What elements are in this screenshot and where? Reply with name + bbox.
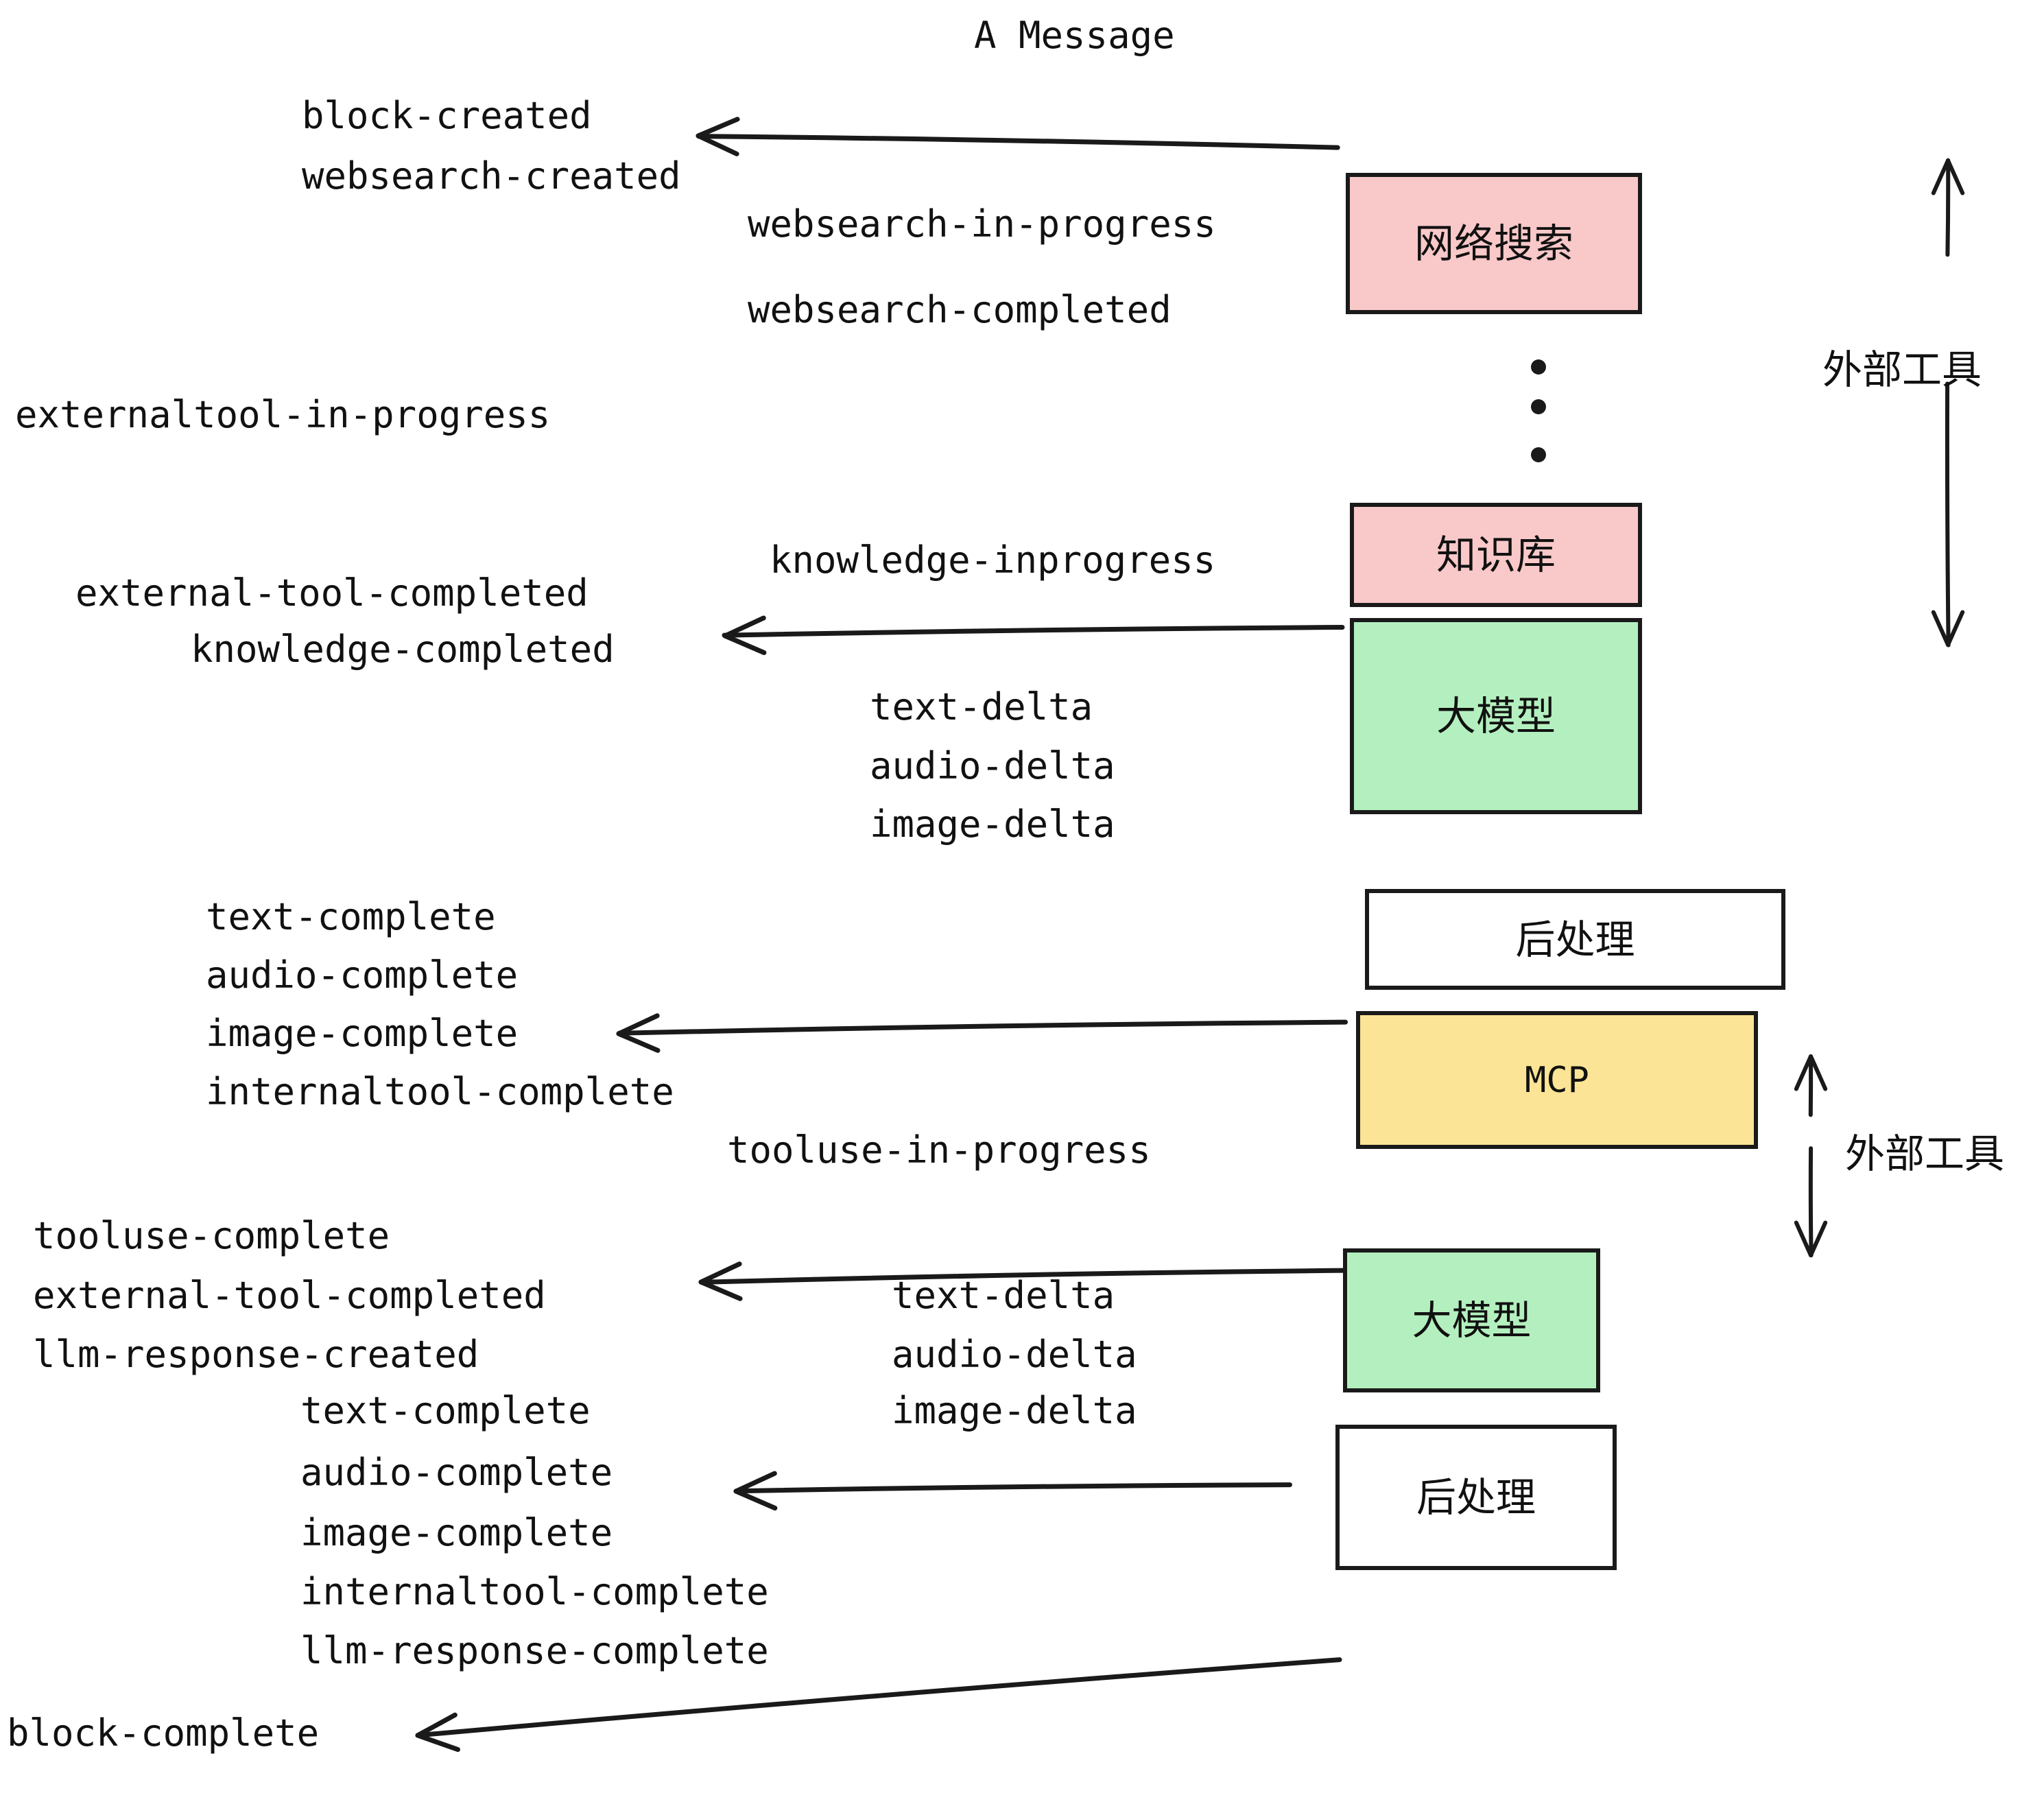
node-label: 后处理 — [1515, 920, 1635, 960]
node-llm-2: 大模型 — [1343, 1248, 1600, 1392]
event-label-external-tool-completed-2: external-tool-completed — [33, 1277, 546, 1314]
node-label: MCP — [1525, 1063, 1589, 1098]
event-label-websearch-in-progress: websearch-in-progress — [748, 206, 1216, 243]
node-knowledge: 知识库 — [1350, 503, 1642, 607]
ellipsis-dot-1 — [1531, 359, 1546, 375]
event-label-externaltool-in-progress: externaltool-in-progress — [15, 396, 550, 434]
side-arrow-ext-top-up — [1934, 161, 1962, 255]
event-label-image-complete-1: image-complete — [206, 1015, 518, 1052]
event-label-block-complete: block-complete — [7, 1715, 319, 1752]
event-label-image-complete-2: image-complete — [300, 1515, 613, 1552]
side-arrow-ext-top-down — [1934, 383, 1962, 645]
side-arrow-ext-bottom-down — [1796, 1148, 1825, 1255]
node-label: 后处理 — [1416, 1477, 1536, 1517]
arrow-block-complete — [418, 1660, 1340, 1750]
node-label: 网络搜索 — [1414, 224, 1573, 263]
arrow-image-complete — [619, 1016, 1346, 1051]
arrow-knowledge-complete — [724, 618, 1342, 653]
event-label-knowledge-completed: knowledge-completed — [191, 631, 615, 668]
page-title: A Message — [974, 14, 1175, 57]
node-label: 知识库 — [1436, 535, 1556, 575]
ellipsis-dot-3 — [1531, 447, 1546, 462]
event-label-audio-complete-2: audio-complete — [300, 1454, 613, 1491]
node-post-2: 后处理 — [1335, 1425, 1617, 1570]
node-label: 大模型 — [1436, 696, 1556, 736]
arrow-block-created — [698, 119, 1338, 154]
side-label-external-tool-bottom: 外部工具 — [1845, 1121, 2004, 1179]
event-label-websearch-completed: websearch-completed — [748, 292, 1172, 329]
event-label-text-complete-1: text-complete — [206, 899, 496, 936]
event-label-websearch-created: websearch-created — [302, 158, 681, 195]
event-label-image-delta-2: image-delta — [892, 1392, 1137, 1429]
side-label-external-tool-top: 外部工具 — [1822, 337, 1982, 395]
event-label-internaltool-complete-2: internaltool-complete — [300, 1574, 769, 1611]
node-mcp: MCP — [1356, 1011, 1758, 1149]
arrow-audio-complete — [736, 1473, 1290, 1508]
event-label-image-delta-1: image-delta — [870, 806, 1115, 843]
node-label: 大模型 — [1412, 1301, 1531, 1340]
event-label-knowledge-inprogress: knowledge-inprogress — [770, 542, 1215, 579]
event-label-audio-complete-1: audio-complete — [206, 957, 518, 994]
event-label-llm-response-complete: llm-response-complete — [300, 1633, 769, 1670]
ellipsis-dot-2 — [1531, 399, 1546, 414]
event-label-audio-delta-1: audio-delta — [870, 748, 1115, 785]
event-label-text-delta-2: text-delta — [892, 1277, 1115, 1314]
node-websearch: 网络搜索 — [1346, 173, 1642, 314]
event-label-block-created: block-created — [302, 97, 592, 134]
event-label-tooluse-complete: tooluse-complete — [33, 1218, 390, 1255]
side-arrow-ext-bottom-up — [1796, 1056, 1825, 1115]
node-llm-1: 大模型 — [1350, 618, 1642, 814]
event-label-external-tool-completed-1: external-tool-completed — [75, 575, 589, 612]
event-label-tooluse-in-progress: tooluse-in-progress — [727, 1132, 1151, 1169]
event-label-audio-delta-2: audio-delta — [892, 1336, 1137, 1373]
event-label-text-delta-1: text-delta — [870, 689, 1093, 726]
event-label-text-complete-2: text-complete — [300, 1392, 591, 1429]
event-label-llm-response-created: llm-response-created — [33, 1336, 479, 1373]
event-label-internaltool-complete-1: internaltool-complete — [206, 1073, 674, 1111]
node-post-1: 后处理 — [1365, 889, 1785, 990]
